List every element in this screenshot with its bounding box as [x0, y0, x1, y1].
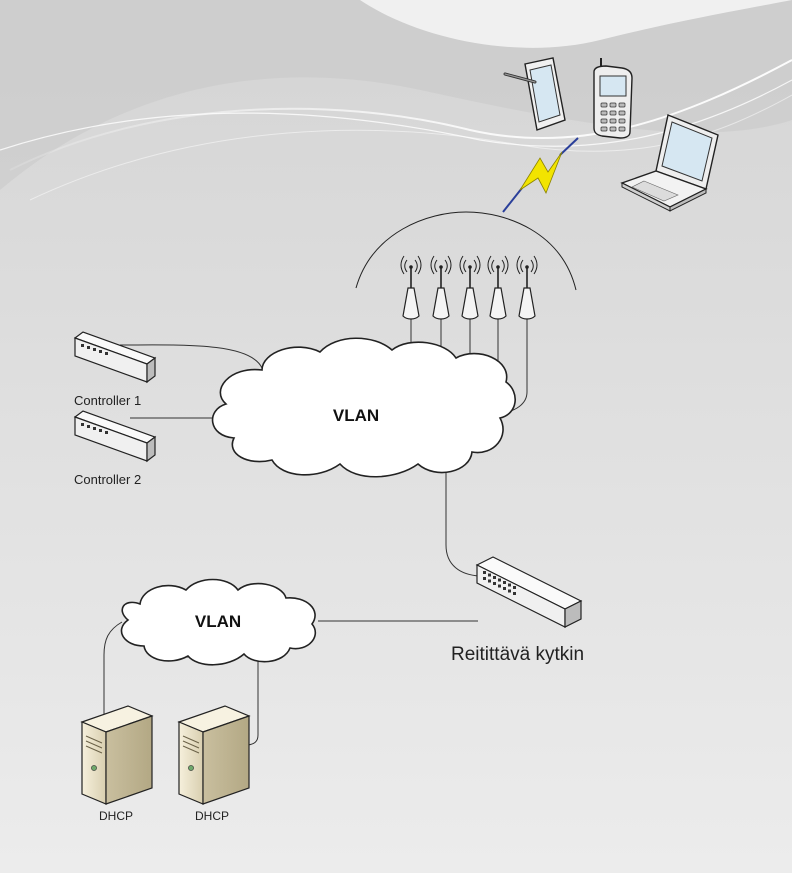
controller-1-label: Controller 1	[74, 393, 141, 408]
background-highlight	[360, 0, 792, 48]
access-point-icon	[459, 255, 481, 320]
access-point-icon	[400, 255, 422, 320]
mobile-phone-icon	[593, 58, 633, 139]
network-switch-icon	[73, 331, 157, 384]
tablet-icon	[503, 57, 566, 131]
server-icon	[80, 705, 154, 805]
access-points	[400, 255, 538, 320]
dhcp-server-1: DHCP	[80, 705, 154, 823]
server-icon	[177, 705, 251, 805]
cloud-top: VLAN	[211, 337, 516, 478]
routing-switch: Reitittävä kytkin	[451, 556, 584, 665]
dhcp-server-1-label: DHCP	[99, 809, 133, 823]
wire-controller-1	[119, 344, 263, 369]
access-point-icon	[516, 255, 538, 320]
wire-server-2	[247, 652, 259, 746]
wire-server-1	[103, 621, 123, 715]
access-point-icon	[430, 255, 452, 320]
wire-cloud-router	[445, 460, 481, 577]
cloud-top-label: VLAN	[333, 406, 379, 425]
background-band	[0, 0, 792, 190]
controller-2-label: Controller 2	[74, 472, 141, 487]
cloud-bottom: VLAN	[120, 578, 317, 666]
routing-switch-label: Reitittävä kytkin	[451, 644, 584, 665]
swoosh-line-1	[9, 59, 792, 171]
controller-1: Controller 1	[73, 331, 157, 408]
access-point-icon	[487, 255, 509, 320]
network-switch-icon	[475, 556, 583, 628]
lightning-bolt-icon	[502, 137, 579, 213]
laptop-icon	[620, 114, 719, 212]
cloud-bottom-label: VLAN	[195, 612, 241, 631]
wireless-coverage-arc	[355, 211, 577, 291]
dhcp-server-2-label: DHCP	[195, 809, 229, 823]
controller-2: Controller 2	[73, 410, 157, 487]
network-switch-icon	[73, 410, 157, 463]
dhcp-server-2: DHCP	[177, 705, 251, 823]
